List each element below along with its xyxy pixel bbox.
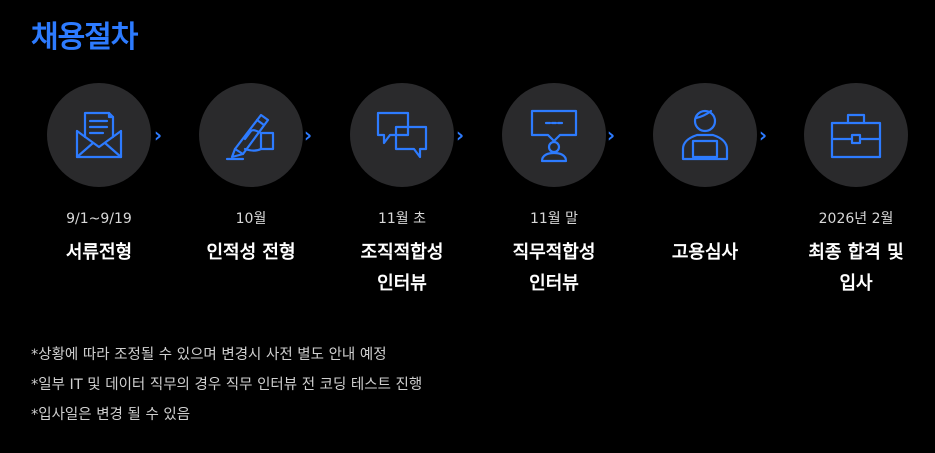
step-icon-circle [653, 83, 757, 187]
step-icon-circle [47, 83, 151, 187]
presenter-screen-icon [530, 109, 578, 163]
step-aptitude-test: 10월 인적성 전형 [176, 83, 326, 268]
step-date: 9/1~9/19 [66, 211, 132, 227]
chevron-right-icon: › [606, 123, 616, 147]
envelope-letter-icon [75, 111, 123, 159]
process-steps: 9/1~9/19 서류전형 › 10월 인적성 전형 › [0, 83, 935, 313]
chevron-right-icon: › [303, 123, 313, 147]
step-label: 서류전형 [65, 242, 133, 263]
step-icon-circle [804, 83, 908, 187]
step-date: 2026년 2월 [818, 211, 894, 227]
step-final-hire: 2026년 2월 최종 합격 및 입사 [781, 83, 931, 299]
step-label: 고용심사 [671, 242, 739, 263]
chevron-right-icon: › [153, 123, 163, 147]
step-icon-circle [199, 83, 303, 187]
step-label: 인적성 전형 [206, 242, 296, 263]
step-date: 11월 초 [377, 211, 427, 227]
speech-bubbles-icon [376, 111, 428, 159]
notes-list: *상황에 따라 조정될 수 있으며 변경시 사전 별도 안내 예정 *일부 IT… [31, 340, 422, 430]
step-date: 10월 [235, 211, 267, 227]
hand-writing-icon [225, 113, 275, 161]
person-laptop-icon [681, 109, 729, 161]
step-date: 11월 말 [529, 211, 579, 227]
step-job-fit-interview: 11월 말 직무적합성 인터뷰 [479, 83, 629, 299]
step-document-screening: 9/1~9/19 서류전형 [24, 83, 174, 268]
note-item: *상황에 따라 조정될 수 있으며 변경시 사전 별도 안내 예정 [31, 347, 387, 363]
note-item: *일부 IT 및 데이터 직무의 경우 직무 인터뷰 전 코딩 테스트 진행 [31, 377, 423, 393]
chevron-right-icon: › [758, 123, 768, 147]
page-title: 채용절차 [31, 20, 138, 55]
step-icon-circle [350, 83, 454, 187]
step-date [630, 209, 780, 229]
step-employment-review: 고용심사 [630, 83, 780, 268]
briefcase-icon [830, 113, 882, 159]
step-label: 직무적합성 인터뷰 [512, 242, 596, 294]
chevron-right-icon: › [455, 123, 465, 147]
note-item: *입사일은 변경 될 수 있음 [31, 407, 191, 423]
step-icon-circle [502, 83, 606, 187]
step-label: 최종 합격 및 입사 [808, 242, 904, 294]
step-org-fit-interview: 11월 초 조직적합성 인터뷰 [327, 83, 477, 299]
step-label: 조직적합성 인터뷰 [360, 242, 444, 294]
